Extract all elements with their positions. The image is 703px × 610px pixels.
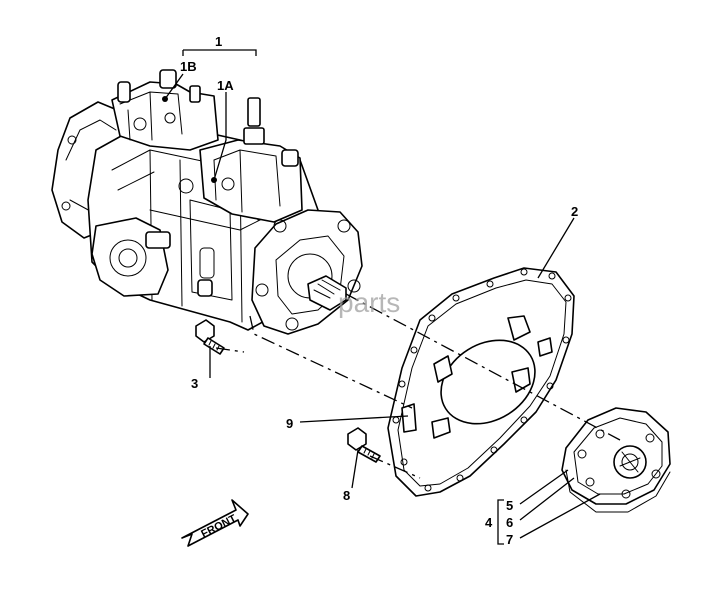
bolt-part-8 <box>347 427 381 463</box>
callout-labels: 1 1B 1A 2 3 9 8 4 5 6 7 <box>180 34 578 547</box>
leader-lines <box>162 49 601 545</box>
callout-3: 3 <box>191 376 198 391</box>
front-direction-arrow: FRONT <box>181 499 249 547</box>
assembly-centerlines <box>215 293 621 479</box>
callout-4: 4 <box>485 515 493 530</box>
front-label: FRONT <box>199 513 238 541</box>
callout-9: 9 <box>286 416 293 431</box>
callout-2: 2 <box>571 204 578 219</box>
flexible-coupling-parts-5-6-7 <box>561 407 671 513</box>
flywheel-housing-plate-part-2 <box>387 267 575 497</box>
watermark-text: parts <box>338 287 400 318</box>
callout-5: 5 <box>506 498 513 513</box>
callout-1: 1 <box>215 34 222 49</box>
callout-8: 8 <box>343 488 350 503</box>
callout-1b: 1B <box>180 59 197 74</box>
callout-6: 6 <box>506 515 513 530</box>
bolt-part-3 <box>195 319 225 355</box>
hydraulic-pump-assembly <box>51 69 363 335</box>
callout-1a: 1A <box>217 78 234 93</box>
callout-7: 7 <box>506 532 513 547</box>
